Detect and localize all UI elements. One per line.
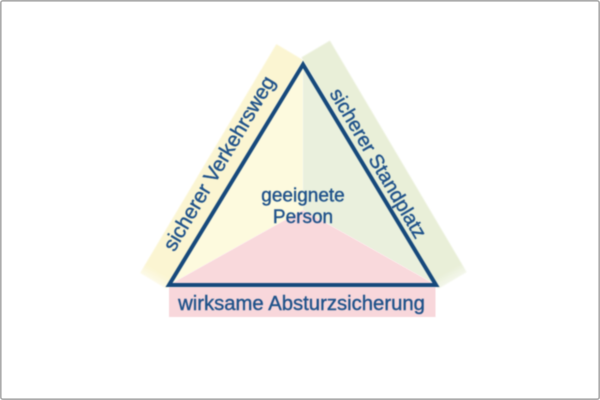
svg-text:wirksame Absturzsicherung: wirksame Absturzsicherung xyxy=(177,293,425,315)
svg-text:geeignete: geeignete xyxy=(261,186,344,207)
svg-text:Person: Person xyxy=(273,207,333,228)
